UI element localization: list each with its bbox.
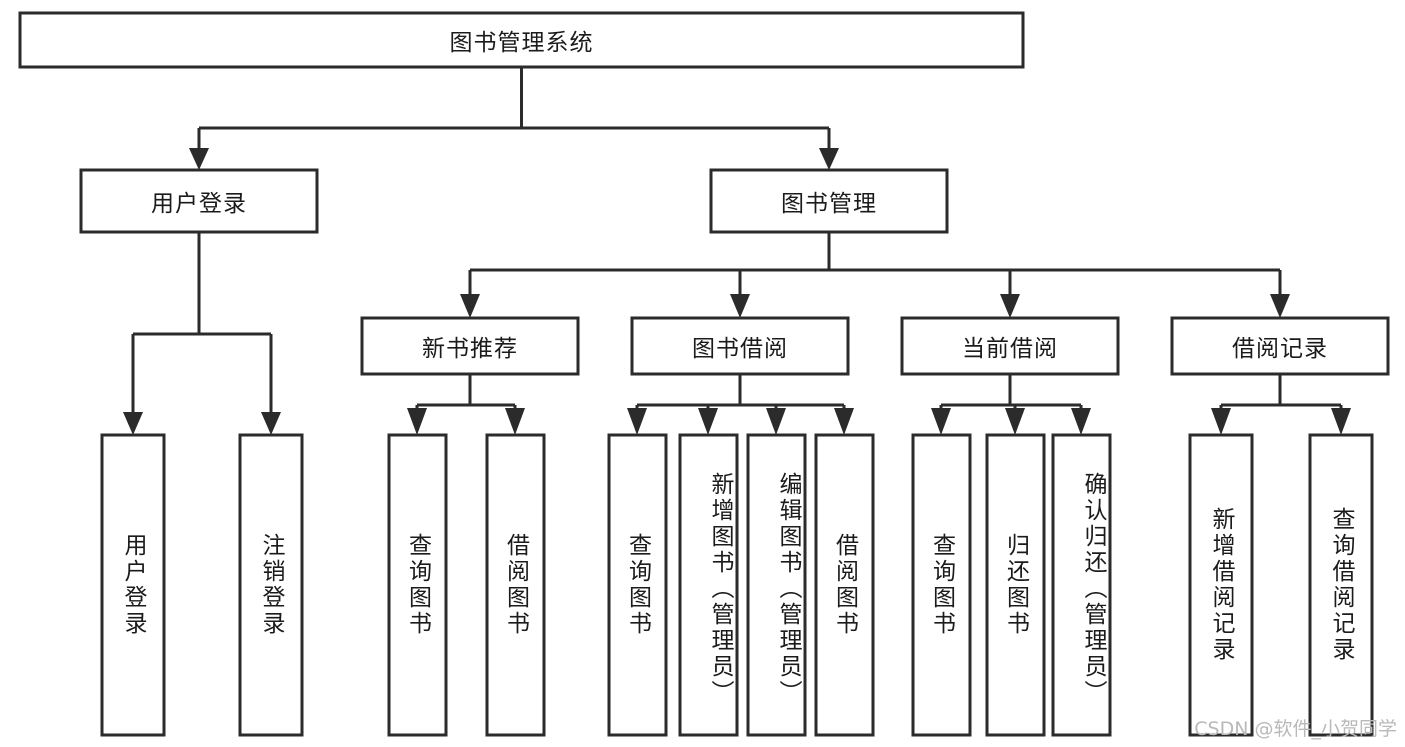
- arrow-head-book-manage: [819, 148, 839, 170]
- arrow-head-leaf-logout-login: [261, 412, 281, 435]
- arrow-head-leaf-borrow-book-1: [505, 408, 525, 435]
- node-leaf-query-book-3[interactable]: [911, 433, 972, 737]
- node-new-book-recommend[interactable]: [360, 316, 580, 376]
- arrow-head-leaf-borrow-book-2: [834, 408, 854, 435]
- node-leaf-edit-book-admin[interactable]: [746, 433, 807, 737]
- node-leaf-return-book[interactable]: [985, 433, 1046, 737]
- arrow-head-leaf-query-book-3: [931, 408, 951, 435]
- node-layer: [18, 11, 1390, 737]
- connector-layer: [123, 67, 1351, 435]
- arrow-head-leaf-query-borrow-record: [1331, 408, 1351, 435]
- arrow-head-leaf-query-book-2: [627, 408, 647, 435]
- arrow-head-leaf-query-book-1: [407, 408, 427, 435]
- node-leaf-logout-login[interactable]: [238, 433, 304, 737]
- arrow-head-leaf-return-book: [1005, 408, 1025, 435]
- node-leaf-user-login[interactable]: [100, 433, 166, 737]
- arrow-head-leaf-add-borrow-record: [1211, 408, 1231, 435]
- node-leaf-add-book-admin[interactable]: [678, 433, 739, 737]
- node-leaf-borrow-book-1[interactable]: [485, 433, 546, 737]
- node-book-manage[interactable]: [709, 168, 949, 234]
- node-leaf-query-book-2[interactable]: [607, 433, 668, 737]
- node-leaf-borrow-book-2[interactable]: [814, 433, 875, 737]
- node-book-borrow[interactable]: [630, 316, 850, 376]
- node-leaf-confirm-return-admin[interactable]: [1051, 433, 1112, 737]
- node-borrow-record[interactable]: [1170, 316, 1390, 376]
- node-current-borrow[interactable]: [900, 316, 1120, 376]
- arrow-head-borrow-record: [1270, 294, 1290, 318]
- node-leaf-query-book-1[interactable]: [387, 433, 448, 737]
- node-leaf-query-borrow-record[interactable]: [1308, 433, 1374, 737]
- arrow-head-leaf-user-login: [123, 412, 143, 435]
- arrow-head-leaf-edit-book-admin: [766, 408, 786, 435]
- node-root-book-management-system[interactable]: [18, 11, 1025, 69]
- arrow-head-leaf-confirm-return-admin: [1071, 408, 1091, 435]
- arrow-head-new-book-recommend: [460, 294, 480, 318]
- arrow-head-leaf-add-book-admin: [698, 408, 718, 435]
- node-leaf-add-borrow-record[interactable]: [1188, 433, 1254, 737]
- arrow-head-book-borrow: [730, 294, 750, 318]
- node-user-login[interactable]: [79, 168, 319, 234]
- arrow-head-user-login: [189, 148, 209, 170]
- arrow-head-current-borrow: [1000, 294, 1020, 318]
